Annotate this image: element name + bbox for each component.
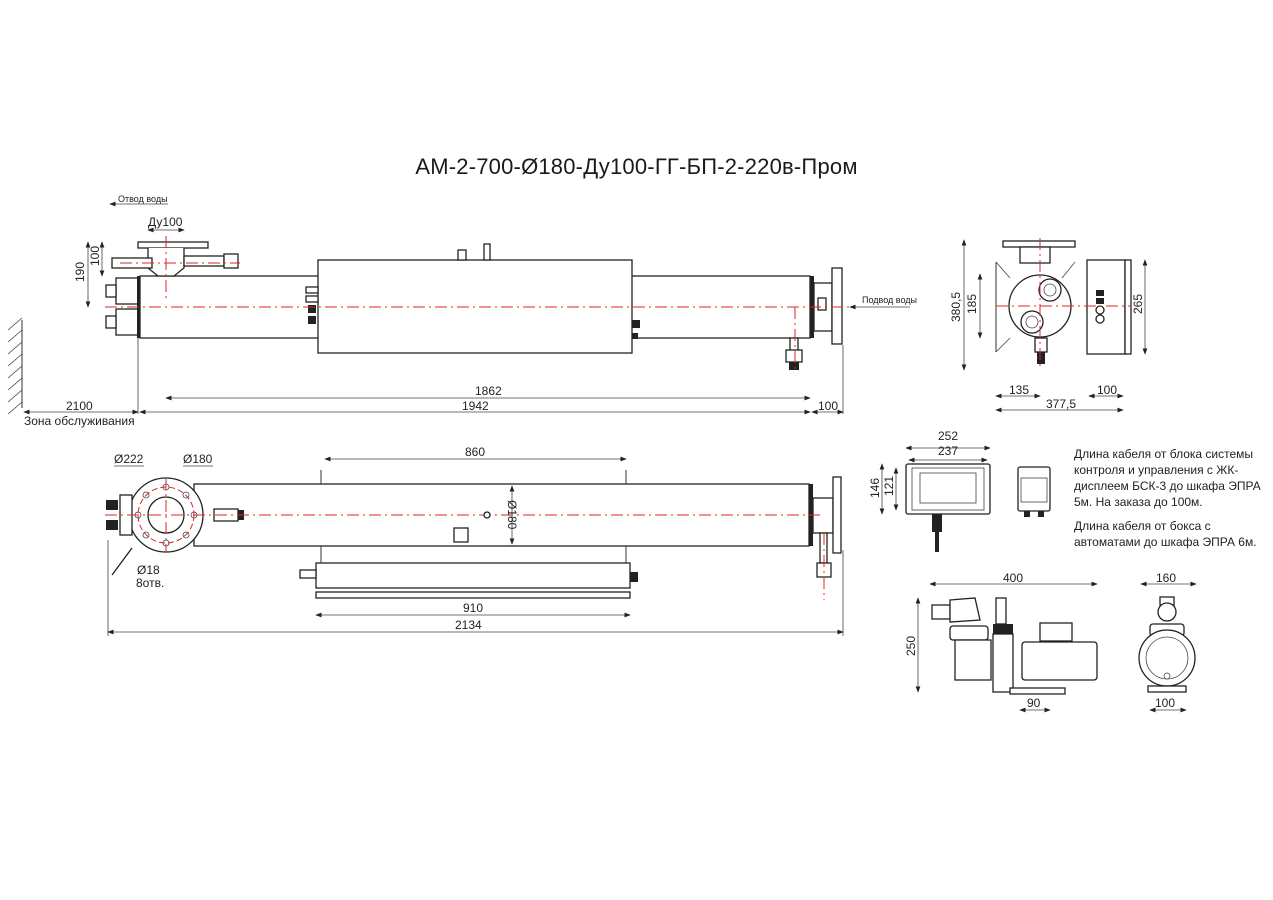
svg-text:90: 90 (1027, 696, 1041, 710)
svg-text:Ø222: Ø222 (114, 452, 144, 466)
front-view: Ø222 Ø180 Ø18 8отв. 860 Ø180 910 2134 (105, 445, 844, 636)
svg-text:146: 146 (868, 478, 882, 498)
svg-text:860: 860 (465, 445, 485, 459)
svg-text:237: 237 (938, 444, 958, 458)
svg-text:1862: 1862 (475, 384, 502, 398)
svg-text:100: 100 (818, 399, 838, 413)
label-outlet: Отвод воды (118, 194, 168, 204)
svg-text:Ø180: Ø180 (505, 500, 519, 530)
svg-text:380,5: 380,5 (949, 292, 963, 322)
wall-hatch (7, 317, 23, 415)
svg-text:121: 121 (882, 476, 896, 496)
svg-text:Ø180: Ø180 (183, 452, 213, 466)
svg-text:2134: 2134 (455, 618, 482, 632)
svg-text:100: 100 (88, 246, 102, 266)
outlet-nozzle (111, 241, 239, 277)
drawing-title: АМ-2-700-Ø180-Ду100-ГГ-БП-2-220в-Пром (415, 154, 858, 179)
top-view: Отвод воды Ду100 Подвод воды 190 100 186… (7, 194, 917, 428)
svg-text:252: 252 (938, 429, 958, 443)
note-cable-control: Длина кабеля от блока системы контроля и… (1074, 447, 1261, 509)
note-cable-breaker: Длина кабеля от бокса с автоматами до шк… (1074, 519, 1257, 549)
svg-text:100: 100 (1097, 383, 1117, 397)
svg-text:100: 100 (1155, 696, 1175, 710)
label-service-zone: Зона обслуживания (24, 414, 135, 428)
svg-text:910: 910 (463, 601, 483, 615)
svg-text:1942: 1942 (462, 399, 489, 413)
control-unit: 252 237 146 121 (868, 429, 1051, 552)
end-view: 380,5 185 265 135 100 377,5 (949, 238, 1148, 413)
svg-text:400: 400 (1003, 571, 1023, 585)
svg-text:2100: 2100 (66, 399, 93, 413)
label-dn100: Ду100 (148, 215, 183, 229)
svg-text:8отв.: 8отв. (136, 576, 164, 590)
svg-text:160: 160 (1156, 571, 1176, 585)
svg-text:135: 135 (1009, 383, 1029, 397)
svg-text:Ø18: Ø18 (137, 563, 160, 577)
label-inlet: Подвод воды (862, 295, 917, 305)
svg-text:185: 185 (965, 294, 979, 314)
svg-text:250: 250 (904, 636, 918, 656)
svg-text:377,5: 377,5 (1046, 397, 1076, 411)
breaker-box (1017, 466, 1051, 517)
svg-text:190: 190 (73, 262, 87, 282)
pump: 400 250 90 160 100 (904, 571, 1197, 713)
pump-end-view: 160 100 (1138, 571, 1197, 713)
svg-text:265: 265 (1131, 294, 1145, 314)
